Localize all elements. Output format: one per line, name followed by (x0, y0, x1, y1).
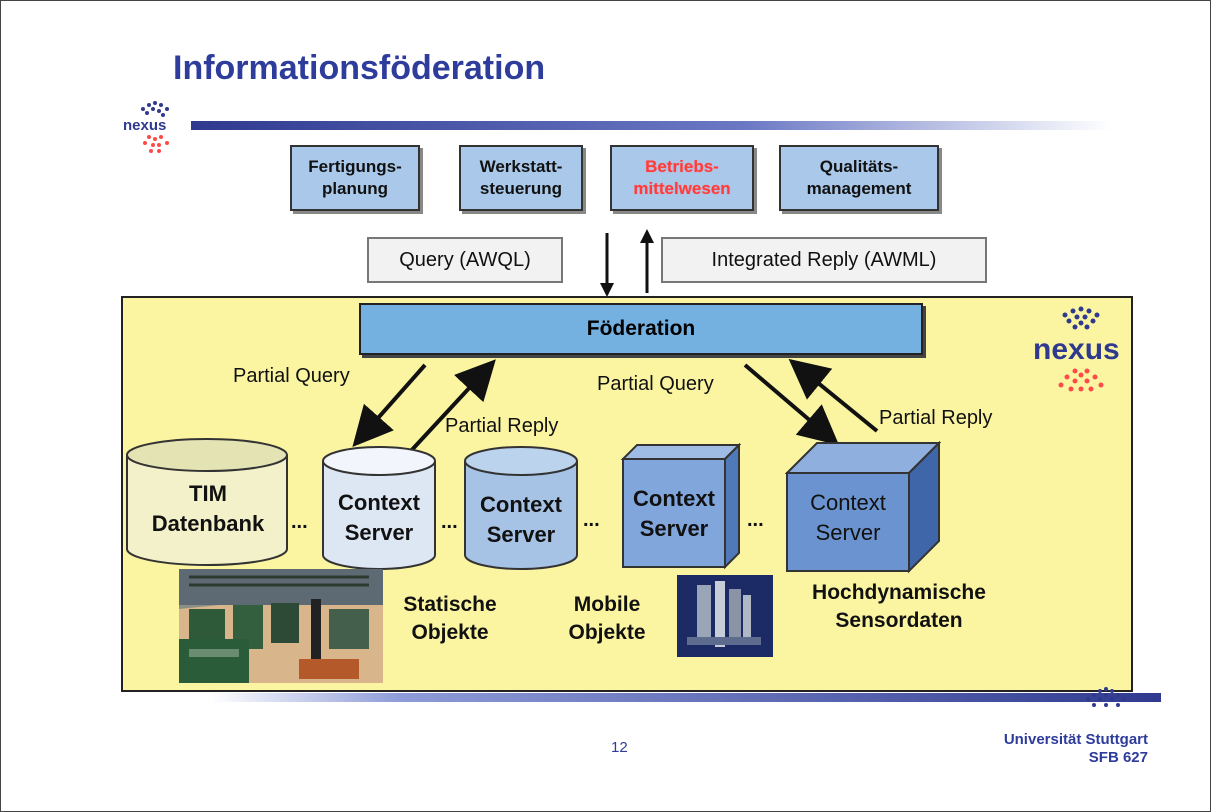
mobile-objects-label: Mobile Objekte (568, 593, 646, 644)
ellipsis-4: ... (747, 509, 764, 531)
box-label: Werkstatt- steuerung (479, 157, 563, 198)
tim-database-label: TIM Datenbank (151, 481, 265, 536)
ellipsis-1: ... (291, 511, 308, 533)
box-qualitaetsmanagement: Qualitäts- management (779, 145, 939, 211)
university-name: Universität Stuttgart (1003, 731, 1148, 748)
top-divider (191, 121, 1111, 130)
reply-label: Integrated Reply (AWML) (661, 237, 987, 283)
context-server-cube-1 (621, 443, 741, 570)
page-number: 12 (611, 739, 628, 756)
tim-database-cylinder (126, 438, 288, 566)
context-server-cylinder-1 (322, 446, 436, 570)
box-fertigungsplanung: Fertigungs- planung (290, 145, 420, 211)
context-server-label-4: Context Server (810, 490, 886, 545)
partial-query-left: Partial Query (233, 365, 350, 387)
logo-text: nexus (123, 117, 166, 134)
context-server-label-1: Context Server (338, 490, 420, 545)
partial-reply-right: Partial Reply (879, 407, 993, 429)
box-betriebsmittelwesen: Betriebs- mittelwesen (610, 145, 754, 211)
context-server-label-2: Context Server (480, 492, 562, 547)
context-server-cube-2 (785, 441, 941, 574)
partial-reply-left: Partial Reply (445, 415, 559, 437)
university-label: Universität Stuttgart SFB 627 (1004, 731, 1148, 767)
logo-text-large: nexus (1033, 333, 1120, 366)
factory-image (179, 569, 383, 683)
slide-title: Informationsföderation (173, 49, 546, 87)
context-server-label-3: Context Server (633, 486, 715, 541)
static-objects-label: Statische Objekte (403, 593, 497, 644)
box-label: Betriebs- mittelwesen (633, 157, 731, 198)
nexus-logo-small: nexus (123, 101, 169, 153)
sensor-data-label: Hochdynamische Sensordaten (812, 581, 986, 632)
sfb-name: SFB 627 (1088, 749, 1148, 766)
ellipsis-2: ... (441, 511, 458, 533)
nexus-logo-large: nexus (1033, 306, 1120, 392)
bottom-divider (211, 693, 1161, 702)
sensor-image (677, 575, 773, 657)
query-label: Query (AWQL) (367, 237, 563, 283)
box-label: Qualitäts- management (806, 157, 912, 198)
context-server-cylinder-2 (464, 446, 578, 570)
query-reply-arrows (600, 229, 654, 297)
federation-box: Föderation (359, 303, 923, 355)
partial-query-right: Partial Query (597, 373, 714, 395)
ellipsis-3: ... (583, 509, 600, 531)
nexus-logo-dots-bottom (1086, 687, 1126, 707)
box-werkstattsteuerung: Werkstatt- steuerung (459, 145, 583, 211)
box-label: Fertigungs- planung (308, 157, 402, 198)
